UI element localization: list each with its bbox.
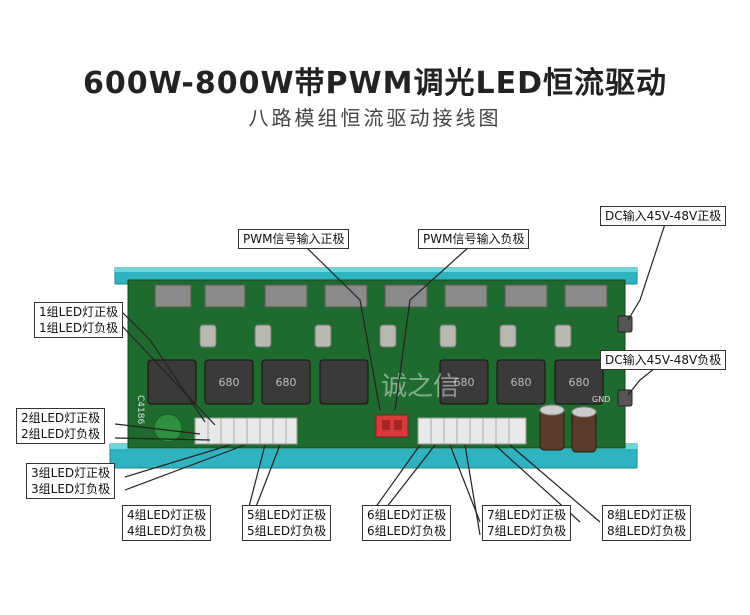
- inductors: [147, 359, 604, 405]
- inductor-mark: 680: [219, 376, 240, 389]
- top-heatsink-blocks: [154, 284, 608, 308]
- led-connector-right: [417, 417, 527, 445]
- watermark: 诚之信: [381, 372, 459, 402]
- board-model: C4186: [135, 395, 145, 424]
- led-connector-left: [194, 417, 298, 445]
- page-title: 600W-800W带PWM调光LED恒流驱动: [83, 66, 667, 101]
- leader-lines: [114, 223, 666, 536]
- label-pwm-negative: PWM信号输入负极: [418, 229, 530, 249]
- label-dc-positive: DC输入45V-48V正极: [600, 206, 727, 226]
- label-dc-negative: DC输入45V-48V负极: [600, 350, 727, 370]
- small-components: [199, 324, 572, 348]
- varistor: [153, 413, 183, 443]
- pwm-connector: [375, 414, 409, 438]
- label-pwm-positive: PWM信号输入正极: [238, 229, 350, 249]
- capacitors: [539, 404, 597, 453]
- svg-text:680: 680: [569, 376, 590, 389]
- svg-text:680: 680: [454, 376, 475, 389]
- page-subtitle: 八路模组恒流驱动接线图: [248, 106, 502, 130]
- svg-text:680: 680: [511, 376, 532, 389]
- gnd-mark: GND: [592, 395, 610, 404]
- svg-text:680: 680: [276, 376, 297, 389]
